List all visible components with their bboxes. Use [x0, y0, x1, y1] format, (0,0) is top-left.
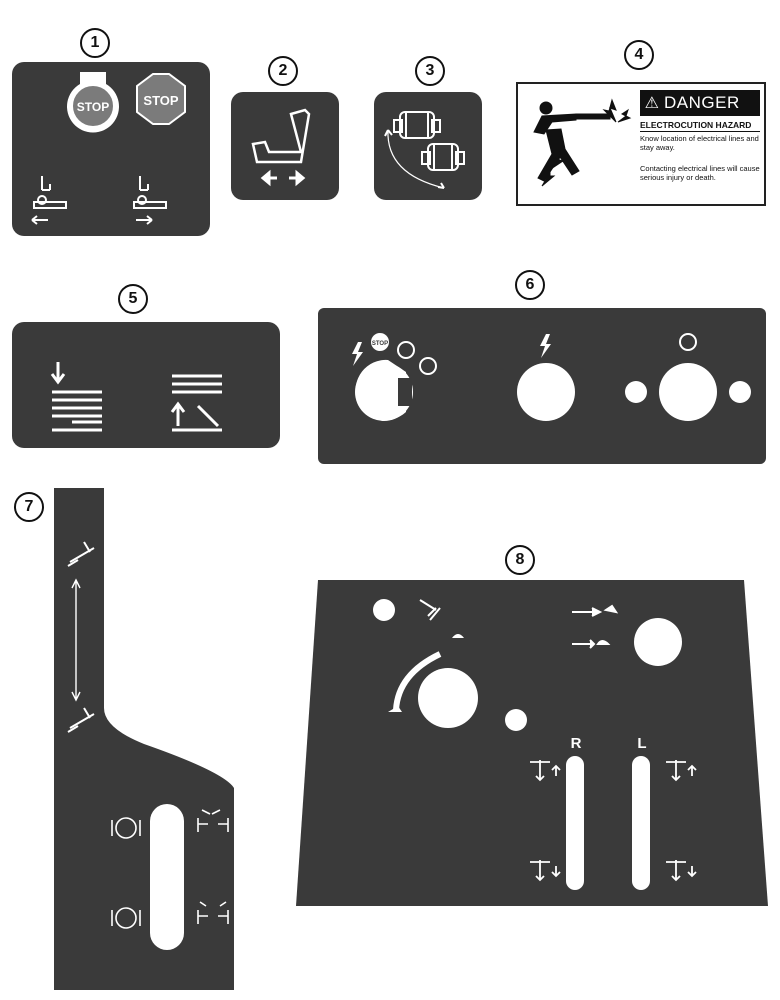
- glow-plug-icon: [419, 357, 437, 375]
- clock-icon: [397, 341, 415, 359]
- rotate-icon-2: [115, 907, 137, 929]
- decal-2-seat-adjust: [231, 92, 339, 200]
- speed-fast-icon: [572, 604, 619, 617]
- left-label: L: [637, 735, 646, 752]
- decal-5-stack-lift: [12, 322, 280, 448]
- reverse-icon-r: [530, 860, 561, 882]
- decal-8-graphics: R L: [296, 580, 768, 906]
- callout-8: 8: [505, 545, 535, 575]
- hazard-title: ELECTROCUTION HAZARD: [640, 120, 760, 132]
- small-hole-right: [729, 381, 751, 403]
- throttle-slow-icon: [67, 707, 95, 733]
- down-arrow-icon: [50, 362, 66, 385]
- lightning-icon-2: [540, 334, 551, 358]
- seat-switch-right-icon: [133, 176, 167, 225]
- lever-slot: [150, 804, 184, 950]
- up-arrow-icon: [170, 401, 186, 426]
- callout-2: 2: [268, 56, 298, 86]
- seat-adjust-icon: [251, 108, 311, 187]
- speed-hole: [634, 618, 682, 666]
- rotate-icon-1: [115, 817, 137, 839]
- throttle-hole: [418, 668, 478, 728]
- decal-8-control-panel: R L: [296, 580, 768, 908]
- danger-line-2: Contacting electrical lines will cause s…: [640, 164, 760, 182]
- decal-6-ignition-panel: STOP: [318, 308, 766, 464]
- stop-label-knob: STOP: [77, 100, 109, 114]
- callout-5: 5: [118, 284, 148, 314]
- callout-7: 7: [14, 492, 44, 522]
- speed-slow-icon: [572, 639, 611, 649]
- callout-6: 6: [515, 270, 545, 300]
- switch-hole-right: [659, 363, 717, 421]
- choke-icon: [419, 599, 441, 621]
- right-lever-slot: [566, 756, 584, 890]
- decal-1-graphics: STOP STOP: [31, 72, 186, 225]
- electrocution-icon: [533, 98, 632, 187]
- callout-1: 1: [80, 28, 110, 58]
- tilt-icon-2: [197, 901, 229, 924]
- decal-6-graphics: STOP: [352, 333, 751, 421]
- throttle-fast-icon: [67, 541, 95, 567]
- small-hole-left: [625, 381, 647, 403]
- callout-4: 4: [624, 40, 654, 70]
- danger-header: ⚠DANGER: [640, 90, 760, 116]
- danger-title: DANGER: [664, 93, 740, 112]
- decal-7-graphics: [54, 488, 234, 990]
- hole-top-left: [373, 599, 395, 621]
- rabbit-icon: [388, 706, 402, 712]
- seat-rotate-icon: [384, 111, 465, 189]
- forward-icon-l: [666, 760, 697, 782]
- seat-switch-left-icon: [31, 176, 67, 225]
- decal-4-danger: ⚠DANGER ELECTROCUTION HAZARD Know locati…: [516, 82, 766, 206]
- decal-3-seat-rotate: [374, 92, 482, 200]
- warning-triangle-icon: ⚠: [644, 95, 660, 112]
- right-label: R: [571, 735, 582, 752]
- left-lever-slot: [632, 756, 650, 890]
- danger-line-1: Know location of electrical lines and st…: [640, 134, 759, 152]
- decal-5-graphics: [50, 362, 222, 432]
- stop-label-octagon: STOP: [143, 93, 178, 108]
- hole-small: [505, 709, 527, 731]
- tilt-icon-1: [197, 809, 229, 832]
- reverse-icon-l: [666, 860, 697, 882]
- glow-plug-icon-2: [679, 333, 697, 351]
- turtle-icon: [452, 634, 464, 638]
- lightning-icon-1: [352, 342, 363, 366]
- decal-7-lever-panel: [50, 488, 240, 990]
- stop-label-small: STOP: [372, 341, 388, 347]
- stop-octagon-icon: [136, 73, 186, 125]
- decal-1-stop-panel: STOP STOP: [12, 62, 210, 236]
- callout-3: 3: [415, 56, 445, 86]
- forward-icon-r: [530, 760, 561, 782]
- switch-hole-center: [517, 363, 575, 421]
- throttle-arc: [393, 651, 442, 711]
